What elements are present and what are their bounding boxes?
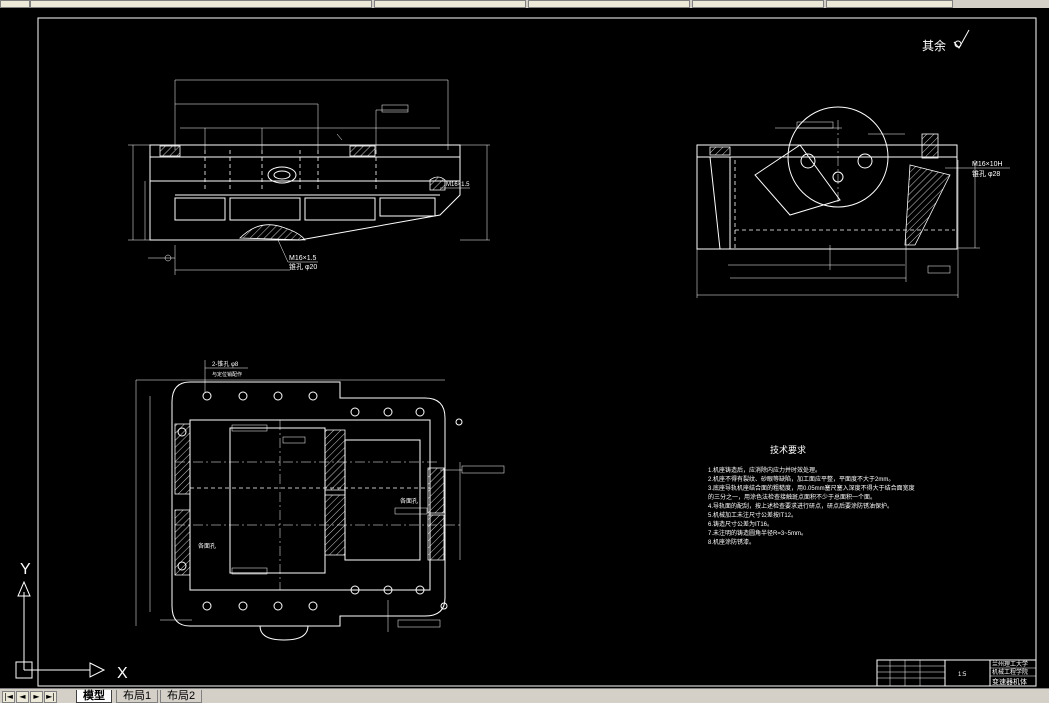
roughness-symbol: 其余 <box>922 29 970 53</box>
drawing-frame <box>37 17 1037 687</box>
tech-line-6: 5.机械加工未注尺寸公差按IT12。 <box>708 511 797 519</box>
callout-pin-hole-b: 与定位销配作 <box>212 371 242 378</box>
tab-layout2[interactable]: 布局2 <box>160 690 203 703</box>
section-view-front[interactable]: M16×1.5 锥孔 φ20 M16×1.5 <box>128 79 490 275</box>
tech-line-8: 7.未注明的铸造圆角半径R=3~5mm。 <box>708 529 807 537</box>
title-scale: 1:5 <box>958 672 967 678</box>
tech-line-9: 8.机座涂防锈漆。 <box>708 538 755 546</box>
callout-thread-1b: 锥孔 φ20 <box>289 262 317 271</box>
toolbar-segment[interactable] <box>30 0 372 8</box>
tab-model[interactable]: 模型 <box>76 690 112 703</box>
toolbar-segment[interactable] <box>374 0 526 8</box>
tech-line-4: 的三分之一，用涂色法检查接触斑点面积不少于总面积一个面。 <box>708 493 876 501</box>
callout-taper-side: 锥孔 φ28 <box>972 169 1000 178</box>
last-tab-button[interactable]: ►| <box>44 691 57 703</box>
callout-pin-hole: 2-锥孔 φ8 <box>212 360 239 368</box>
next-tab-button[interactable]: ► <box>30 691 43 703</box>
first-tab-button[interactable]: |◄ <box>2 691 15 703</box>
tab-layout1[interactable]: 布局1 <box>116 690 159 703</box>
tech-line-3: 3.底座导轨机座结合面的粗糙度，用0.05mm塞尺塞入深度不得大于结合面宽度 <box>708 484 915 492</box>
toolbar-segment[interactable] <box>0 0 30 8</box>
callout-thread-1: M16×1.5 <box>289 255 317 262</box>
plan-note-left: 各面孔 <box>198 542 216 550</box>
axis-y-label: Y <box>20 561 31 578</box>
layout-tab-bar: |◄ ◄ ► ►| 模型 布局1 布局2 <box>0 688 1049 703</box>
toolbar-segment[interactable] <box>692 0 824 8</box>
roughness-note: 其余 <box>922 38 946 53</box>
axis-x-label: X <box>117 665 128 682</box>
callout-thread-side: M16×10H <box>972 161 1003 168</box>
bolt-holes <box>177 391 463 611</box>
tech-line-2: 2.机座不得有裂纹、砂眼等缺陷，加工面应平整，平面度不大于2mm。 <box>708 475 894 483</box>
title-block: 1:5 兰州理工大学 机械工程学院 变速器机体 <box>876 659 1037 687</box>
ucs-axis-icon: Y X <box>15 561 128 682</box>
prev-tab-button[interactable]: ◄ <box>16 691 29 703</box>
tech-line-5: 4.导轨面的配刮，按上述检查要求进行研点，研点后要涂防锈油保护。 <box>708 502 893 510</box>
title-org-2: 机械工程学院 <box>992 668 1028 676</box>
tech-line-1: 1.机座铸造后，应消除内应力并时效处理。 <box>708 466 821 474</box>
window-top-toolbar-strip <box>0 0 1049 8</box>
callout-thread-2: M16×1.5 <box>446 182 470 188</box>
section-view-side[interactable]: M16×10H 锥孔 φ28 <box>696 106 1010 298</box>
tech-title: 技术要求 <box>770 444 806 455</box>
toolbar-segment[interactable] <box>528 0 690 8</box>
technical-requirements: 技术要求 1.机座铸造后，应消除内应力并时效处理。 2.机座不得有裂纹、砂眼等缺… <box>708 444 915 546</box>
title-drawing-no: 变速器机体 <box>992 677 1027 686</box>
plan-note-right: 各面孔 <box>400 497 418 505</box>
drawing-canvas[interactable]: 其余 <box>0 8 1049 688</box>
tech-line-7: 6.铸造尺寸公差为IT16。 <box>708 520 773 528</box>
plan-view[interactable]: 2-锥孔 φ8 与定位销配作 各面孔 各面孔 <box>135 360 505 641</box>
toolbar-segment[interactable] <box>826 0 953 8</box>
title-org-1: 兰州理工大学 <box>992 660 1028 668</box>
